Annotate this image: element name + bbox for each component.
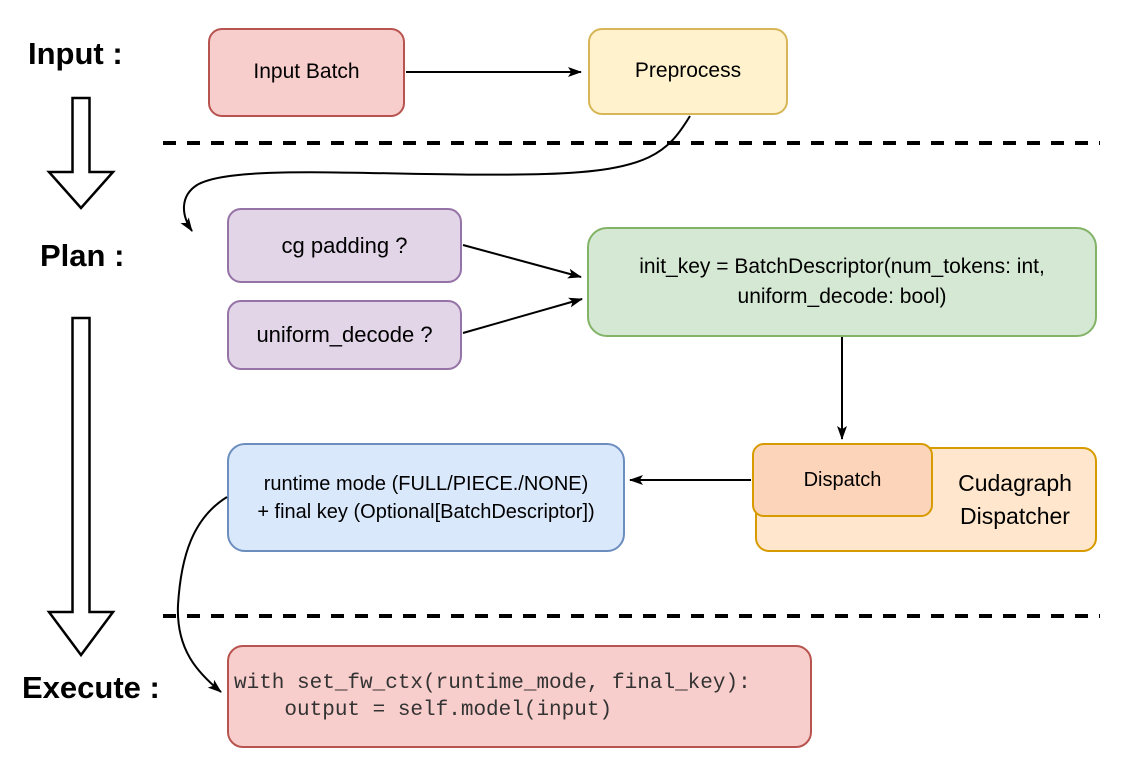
- node-cudagraph-dispatcher-line1: Cudagraph: [958, 469, 1072, 496]
- node-cg-padding-label: cg padding ?: [281, 232, 408, 258]
- node-preprocess-label: Preprocess: [634, 59, 742, 83]
- node-execute-code: with set_fw_ctx(runtime_mode, final_key)…: [227, 645, 812, 748]
- node-init-key-line1: init_key = BatchDescriptor(num_tokens: i…: [639, 255, 1045, 278]
- arrow-cg-padding-to-init-key: [462, 244, 582, 279]
- execute-code-line2: output = self.model(input): [234, 698, 613, 722]
- node-dispatch-label: Dispatch: [803, 468, 882, 491]
- node-input-batch-label: Input Batch: [253, 60, 360, 84]
- execute-code-line1: with set_fw_ctx(runtime_mode, final_key)…: [234, 671, 751, 695]
- node-uniform-decode: uniform_decode ?: [227, 300, 462, 370]
- input-to-plan-down-arrow-icon: [46, 96, 116, 210]
- node-init-key: init_key = BatchDescriptor(num_tokens: i…: [587, 227, 1097, 337]
- input-section-label: Input :: [28, 36, 123, 71]
- node-cudagraph-dispatcher-line2: Dispatcher: [960, 502, 1070, 529]
- node-uniform-decode-label: uniform_decode ?: [256, 322, 433, 348]
- node-input-batch: Input Batch: [208, 28, 405, 117]
- execute-section-label: Execute :: [22, 670, 160, 705]
- node-runtime-mode-line2: + final key (Optional[BatchDescriptor]): [257, 500, 595, 523]
- node-preprocess: Preprocess: [588, 28, 788, 115]
- node-runtime-mode: runtime mode (FULL/PIECE./NONE) + final …: [227, 443, 625, 552]
- node-cudagraph-dispatcher-label: Cudagraph Dispatcher: [935, 449, 1095, 550]
- plan-to-execute-down-arrow-icon: [46, 316, 116, 658]
- node-init-key-line2: uniform_decode: bool): [737, 285, 947, 308]
- arrow-runtime-mode-to-execute-code: [176, 496, 228, 693]
- plan-section-label: Plan :: [40, 238, 125, 273]
- node-dispatch: Dispatch: [752, 443, 933, 517]
- node-runtime-mode-line1: runtime mode (FULL/PIECE./NONE): [263, 472, 589, 495]
- arrow-uniform-decode-to-init-key: [462, 297, 583, 334]
- node-cg-padding: cg padding ?: [227, 208, 462, 283]
